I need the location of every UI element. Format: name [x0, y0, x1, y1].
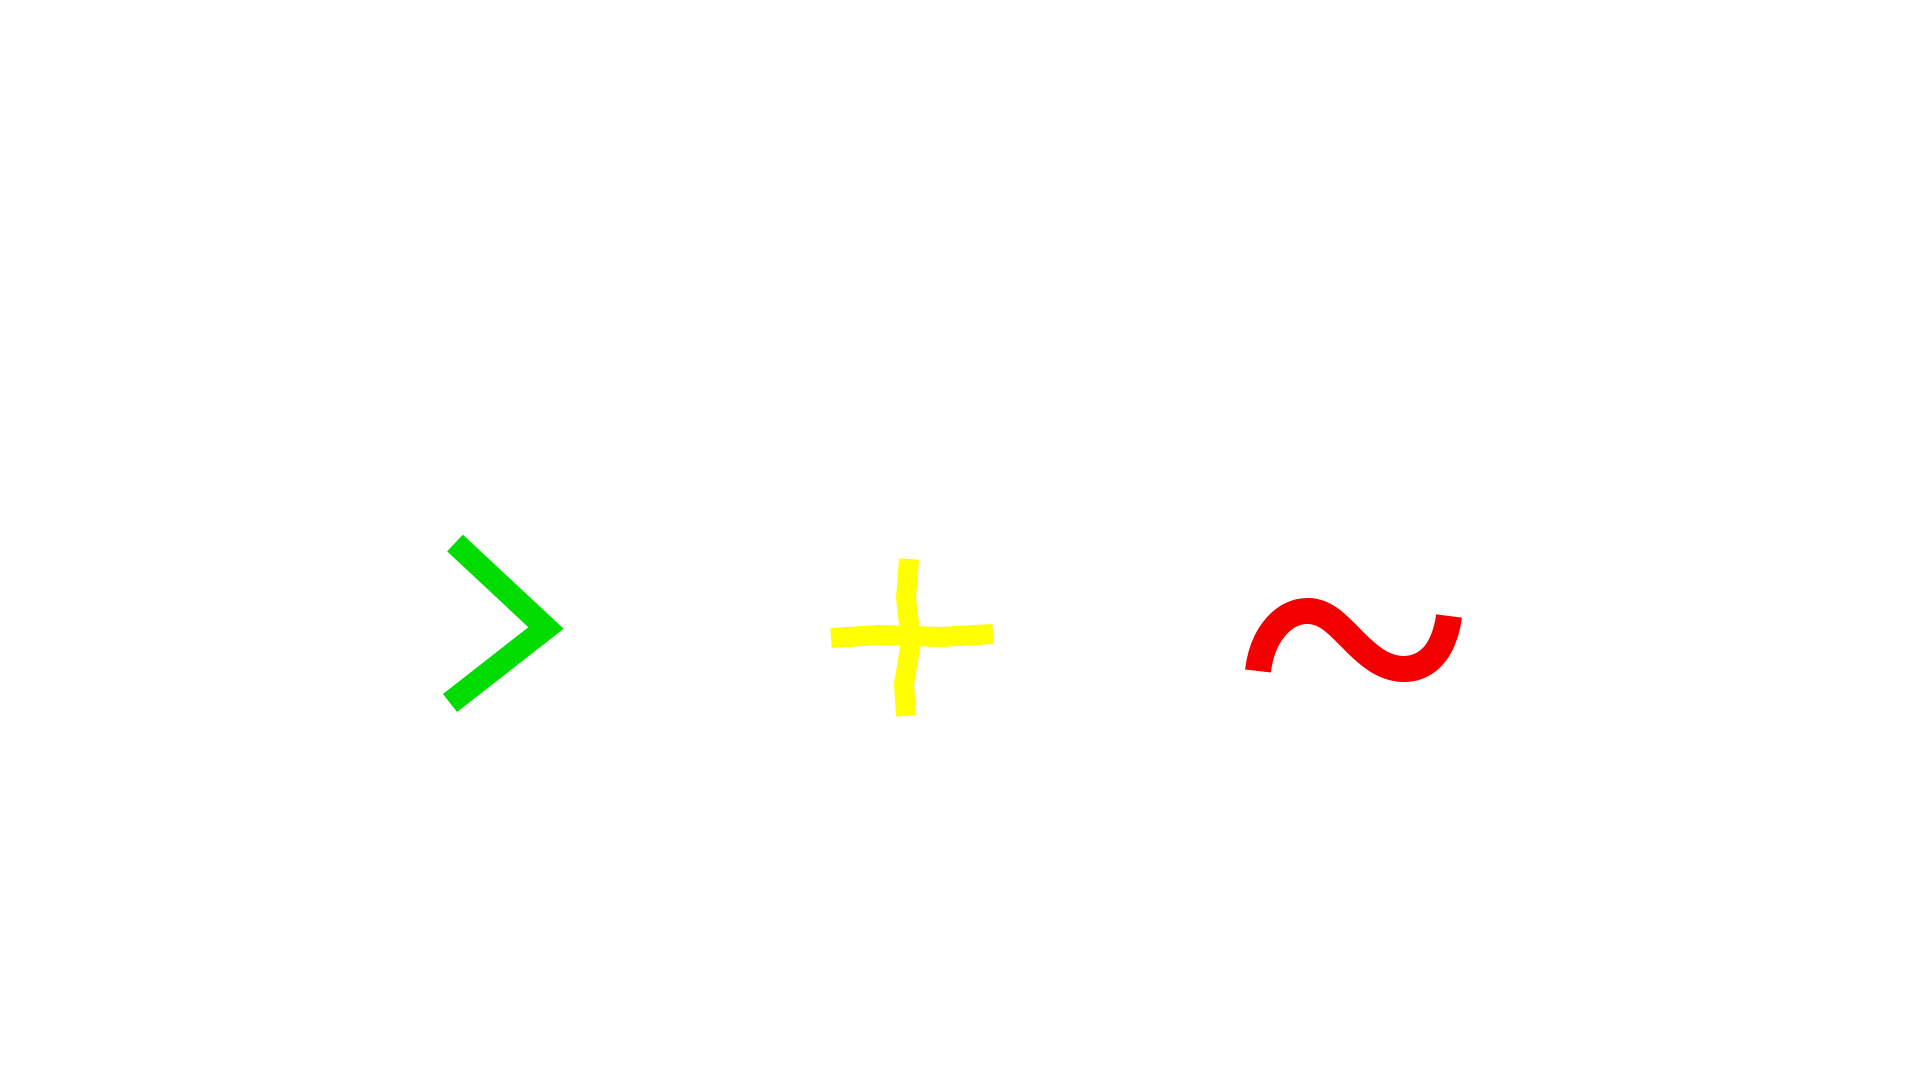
greater-than-icon: [442, 534, 564, 713]
plus-icon-horizontal-stroke: [830, 624, 994, 648]
tilde-icon: [1245, 598, 1462, 682]
